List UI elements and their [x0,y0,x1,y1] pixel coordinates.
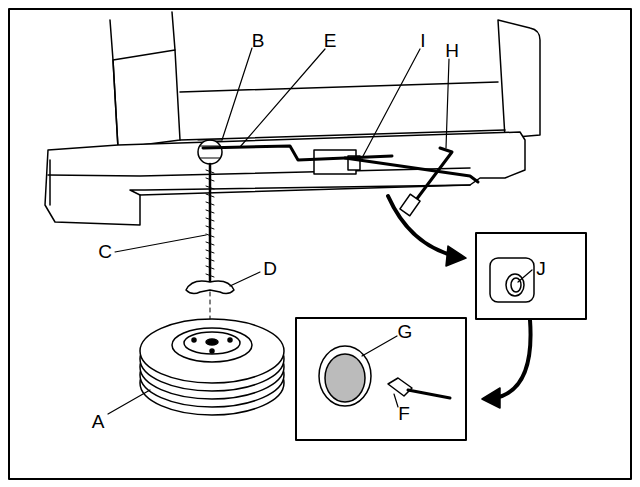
callout-letter: C [98,242,112,261]
inset-tool-connection [296,318,466,440]
inset-access-hole [476,233,586,319]
leader-line [222,48,252,140]
arrow-head [446,246,466,266]
bumper-end [49,160,51,205]
truck-rear [45,12,540,225]
lug-hole [210,349,214,353]
cable-twist [206,170,214,277]
tools [203,146,478,216]
right-tail-light [498,20,540,138]
tool-end [388,378,412,396]
callout-letter: E [324,31,337,50]
left-pillar [172,12,175,50]
leader-line [362,49,420,158]
hub-hole [206,339,218,345]
callout-letter: F [398,404,410,423]
spare-tire [140,319,284,415]
leader-line [446,59,449,148]
access-hole-cover [490,258,534,302]
left-tail-light-edge [110,20,118,148]
detail-arrow [388,196,455,256]
lug-hole [192,338,196,342]
tube-opening-inner [325,354,365,402]
inset-frame [476,233,586,319]
hoist-cable [209,164,212,282]
inset-frame [296,318,466,440]
tool-shaft [408,390,450,398]
arrow-head [482,388,500,408]
leader-line [518,270,532,282]
detail-arrow [495,320,531,398]
callout-letter: J [536,259,546,278]
wheel-hub [184,332,240,354]
callout-letter: B [252,31,265,50]
rear-bumper [45,132,525,225]
tire-tread [140,319,284,383]
hoist-assembly [186,140,234,330]
hole-ring [506,274,524,296]
hoist-housing [198,140,222,164]
leader-line [240,49,325,147]
wrench-handle [345,158,478,182]
left-tail-light [113,50,180,148]
callout-letter: A [92,412,105,431]
bumper-crease [48,168,470,176]
leader-lines [108,48,532,414]
leader-line [115,235,206,252]
leader-line [230,272,260,286]
jack-handle-crank [416,148,452,200]
callout-letter: G [398,322,413,341]
leader-line [108,390,150,414]
callout-letter: I [420,31,425,50]
lug-hole [228,338,232,342]
extension-tool [203,146,392,160]
crank-socket [400,194,420,216]
leader-line [362,336,397,356]
callout-letter: D [263,259,277,278]
tailgate-bottom [180,82,498,92]
wheel-rim [172,328,252,362]
callout-letter: H [445,41,459,60]
outer-frame [9,9,631,479]
leader-line [394,394,398,407]
